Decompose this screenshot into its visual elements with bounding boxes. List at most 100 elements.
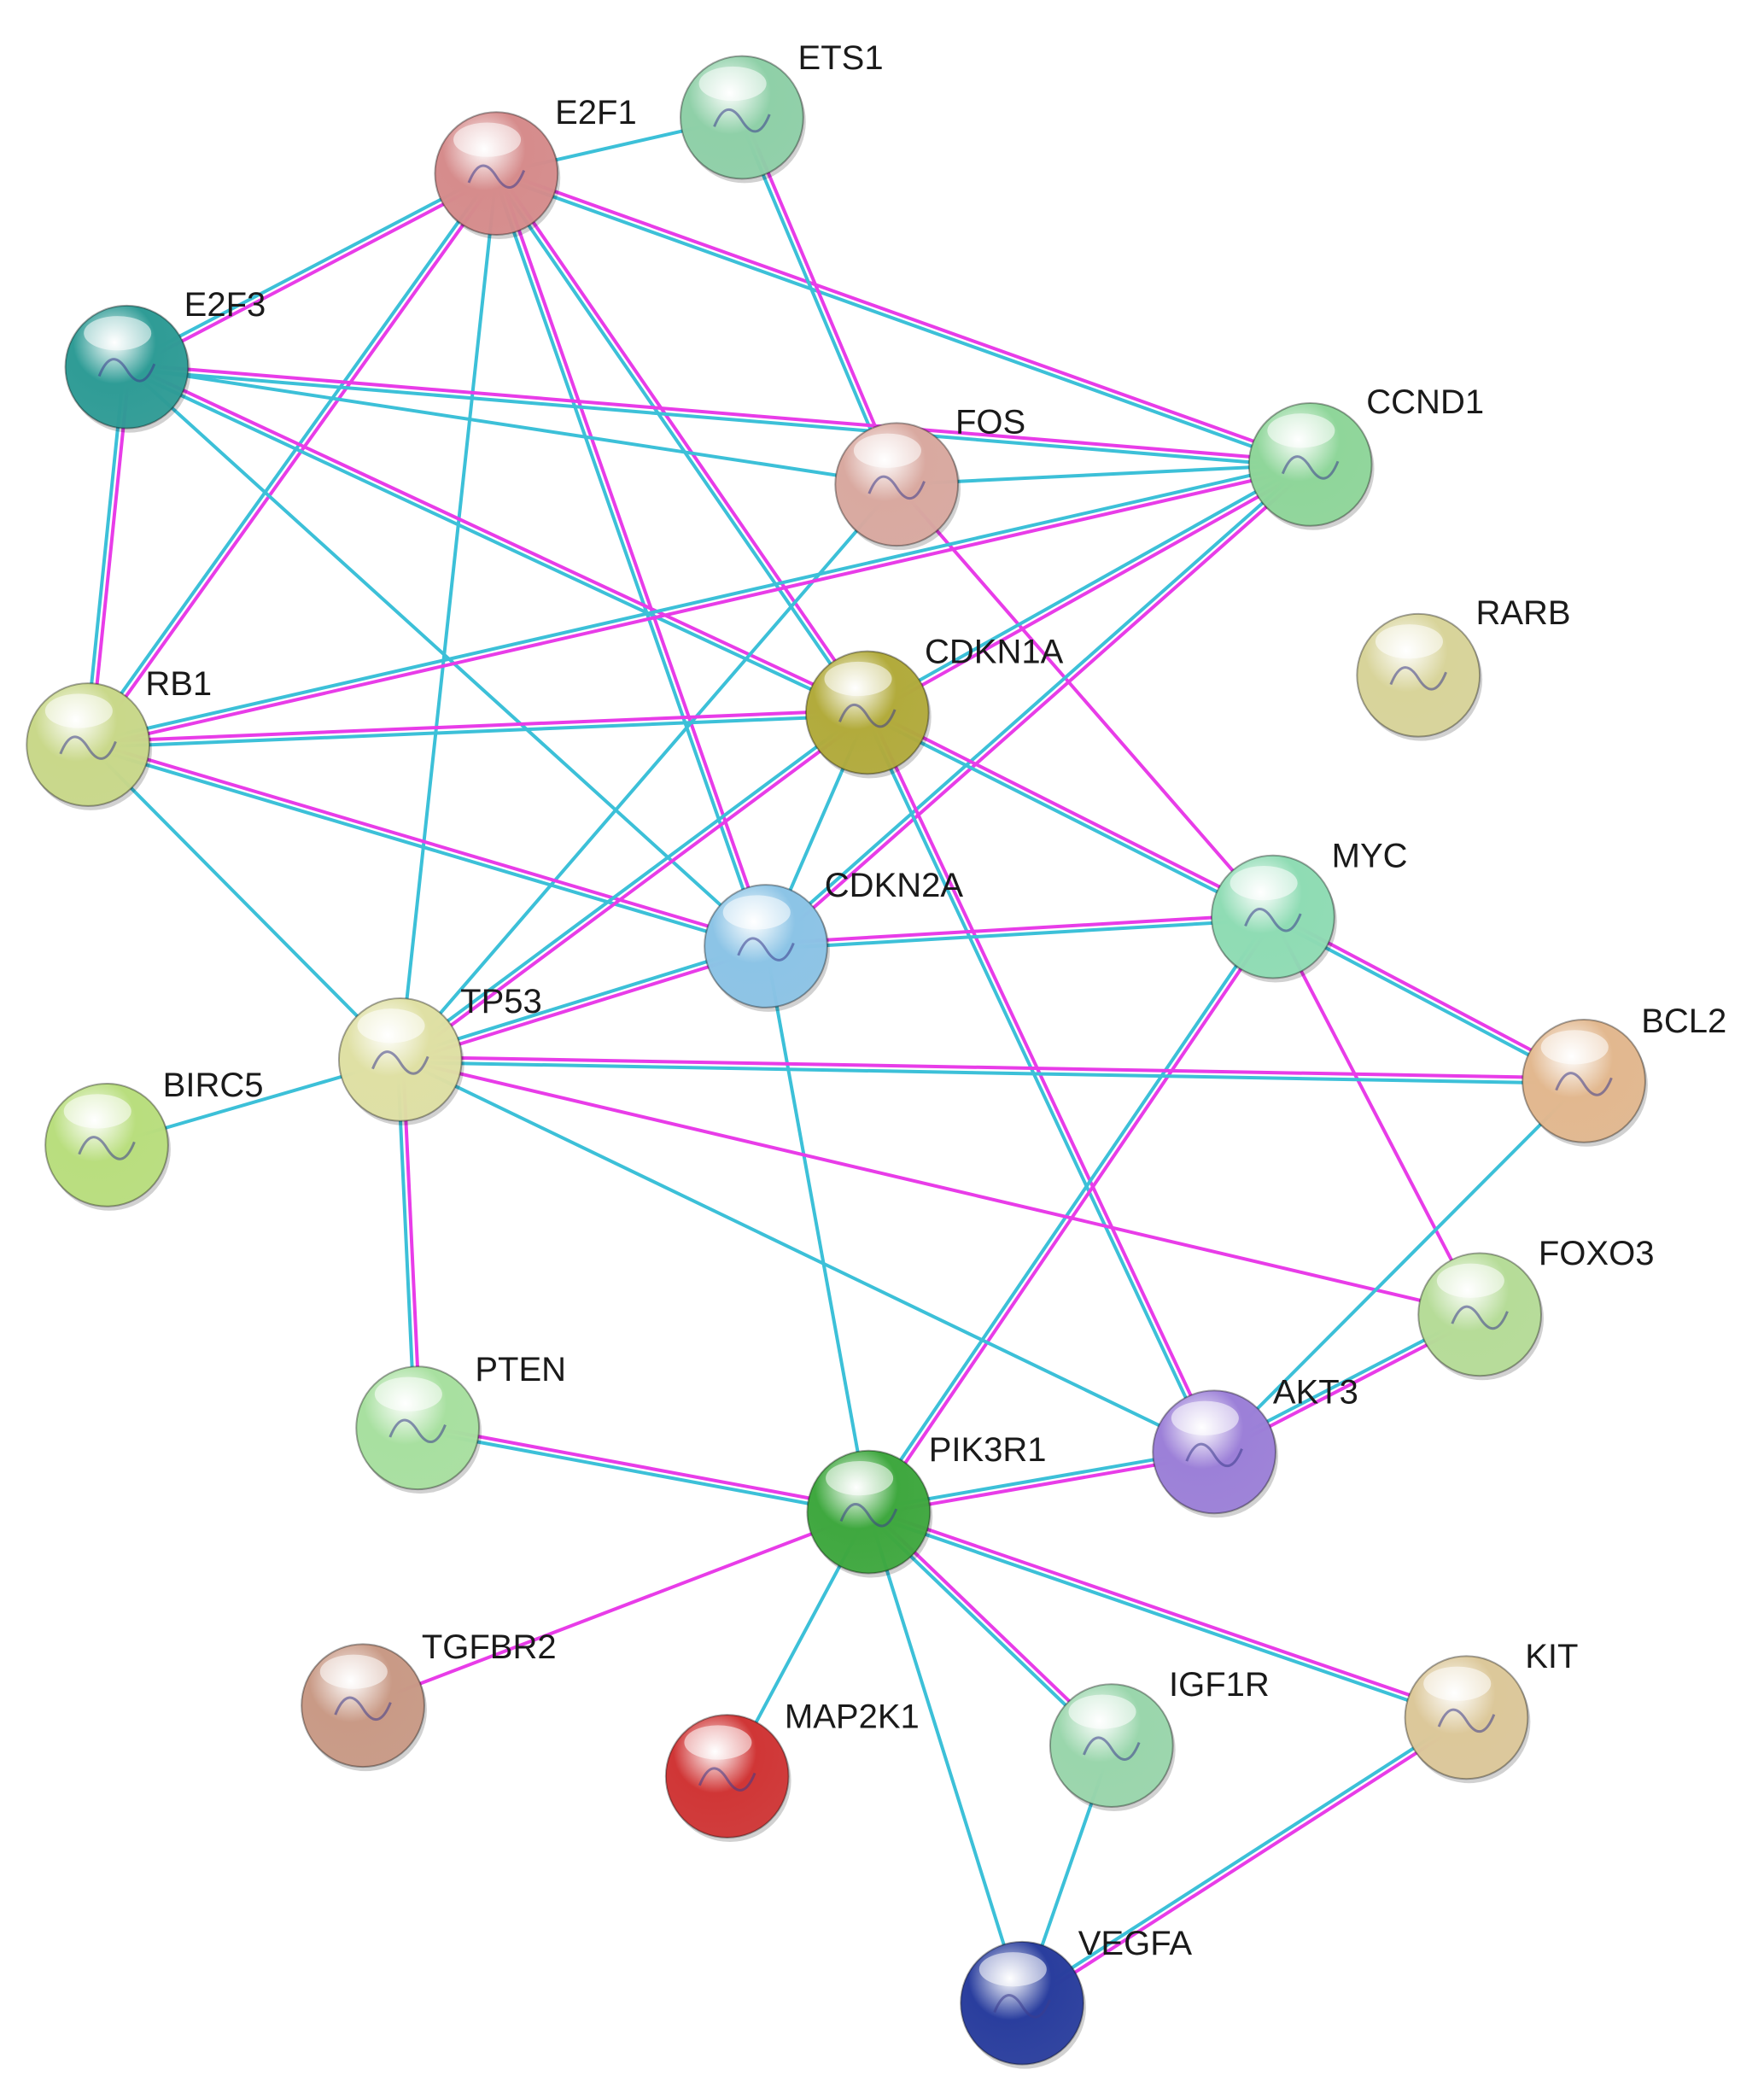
edge-tp53-pten [395,1059,423,1429]
edge-tp53-foxo3 [400,1057,1481,1317]
protein-structure-icon [713,108,771,133]
node-akt3[interactable]: AKT3 [1152,1374,1358,1518]
node-foxo3[interactable]: FOXO3 [1417,1235,1654,1381]
edge-ccnd1-rb1 [86,459,1311,750]
node-bcl2[interactable]: BCL2 [1522,1003,1726,1147]
node-highlight [63,1094,131,1129]
edge-line [865,713,1273,921]
edge-ccnd1-cdkn2a [762,460,1314,950]
node-vegfa[interactable]: VEGFA [960,1925,1193,2069]
node-tgfbr2[interactable]: TGFBR2 [301,1628,557,1772]
node-label: E2F3 [184,286,266,324]
edge-line [400,1061,1585,1086]
edge-line [865,460,1311,712]
node-cdkn2a[interactable]: CDKN2A [704,867,963,1012]
edge-line [89,173,500,748]
edge-myc-foxo3 [1271,915,1481,1316]
node-label: BIRC5 [163,1067,264,1104]
node-highlight [84,316,152,351]
edge-line [1022,1718,1469,2008]
edge-line [86,459,1311,744]
edge-e2f3-rb1 [83,366,131,745]
protein-structure-icon [1083,1736,1141,1761]
edge-line [417,1429,869,1517]
node-rb1[interactable]: RB1 [26,665,212,810]
edge-line [865,914,1272,1511]
node-ets1[interactable]: ETS1 [680,39,884,184]
node-label: MAP2K1 [785,1698,920,1735]
edge-line [496,169,1312,464]
protein-structure-icon [737,937,795,962]
node-cdkn1a[interactable]: CDKN1A [804,633,1064,779]
edge-cdkn1a-tp53 [397,709,870,1064]
edge-cdkn2a-pik3r1 [764,945,871,1512]
node-pten[interactable]: PTEN [355,1351,566,1494]
edge-e2f1-cdkn1a [493,171,872,716]
node-kit[interactable]: KIT [1404,1638,1579,1784]
edge-fos-myc [895,482,1275,918]
edge-line [88,465,1311,750]
edge-line [125,169,496,366]
node-highlight [1436,1263,1504,1298]
node-e2f1[interactable]: E2F1 [434,94,637,240]
node-highlight [853,433,921,468]
edge-line [399,942,766,1059]
node-pik3r1[interactable]: PIK3R1 [806,1431,1047,1578]
edge-e2f3-ccnd1 [126,362,1311,470]
node-highlight [826,1460,894,1496]
protein-structure-icon [97,358,156,383]
edge-myc-pik3r1 [865,914,1277,1515]
node-highlight [722,895,791,930]
protein-structure-icon [1185,1442,1243,1467]
edge-line [867,1512,1467,1722]
edge-line [766,465,1314,950]
node-birc5[interactable]: BIRC5 [44,1067,264,1211]
edge-line [868,1507,1469,1717]
node-fos[interactable]: FOS [834,404,1025,551]
node-e2f3[interactable]: E2F3 [64,286,266,433]
edge-line [765,912,1273,945]
protein-structure-icon [839,1503,898,1528]
node-label: RARB [1475,594,1570,632]
edge-line [494,174,1311,469]
node-label: AKT3 [1273,1374,1358,1412]
node-label: PTEN [475,1351,566,1388]
edge-line [86,743,402,1061]
edge-cdkn2a-tp53 [399,942,768,1064]
node-ccnd1[interactable]: CCND1 [1247,383,1484,530]
node-igf1r[interactable]: IGF1R [1048,1666,1270,1812]
node-label: CDKN2A [825,867,964,904]
edge-line [125,367,867,717]
edge-line [400,947,768,1064]
node-label: VEGFA [1078,1925,1193,1962]
edge-line [126,365,768,948]
edge-kit-vegfa [1019,1713,1469,2008]
edge-line [400,713,870,1064]
node-label: KIT [1525,1638,1578,1675]
edge-line [743,115,901,484]
edge-line [397,709,867,1059]
node-highlight [824,661,892,697]
edge-cdkn1a-myc [865,708,1276,921]
edge-cdkn2a-myc [765,912,1274,951]
edge-line [126,365,897,487]
edge-line [897,462,1311,487]
edge-line [497,171,872,712]
edge-line [863,713,1214,1454]
node-map2k1[interactable]: MAP2K1 [664,1698,920,1842]
node-myc[interactable]: MYC [1211,837,1408,983]
protein-structure-icon [371,1050,429,1075]
edge-line [401,1059,423,1429]
edge-line [764,945,871,1512]
edge-ccnd1-cdkn1a [865,460,1313,717]
edge-pik3r1-kit [867,1507,1469,1722]
protein-structure-icon [334,1696,392,1721]
protein-structure-icon [698,1767,756,1792]
node-highlight [978,1952,1047,1987]
edge-line [395,1059,417,1429]
node-tp53[interactable]: TP53 [337,983,542,1125]
node-rarb[interactable]: RARB [1356,594,1571,741]
node-highlight [1171,1400,1239,1435]
edge-line [762,460,1310,946]
